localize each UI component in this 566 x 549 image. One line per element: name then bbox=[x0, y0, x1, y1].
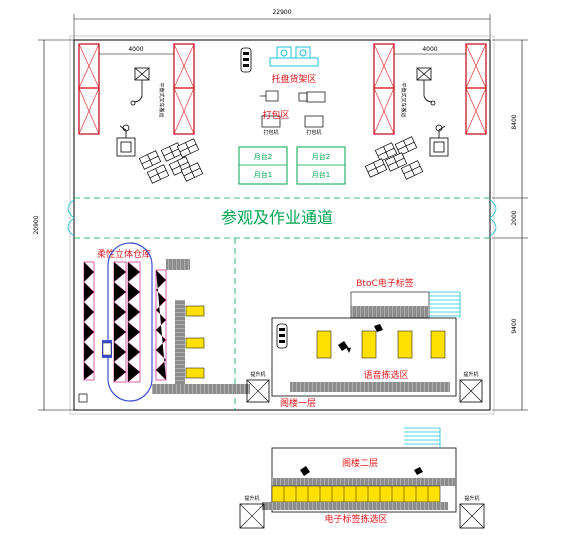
flexible-warehouse-label: 柔性立体仓库 bbox=[97, 248, 151, 260]
conveyor-left bbox=[152, 259, 250, 394]
mezzanine-2 bbox=[262, 427, 457, 513]
building-outline bbox=[73, 39, 491, 411]
right-door bbox=[489, 199, 497, 237]
mezzanine-1 bbox=[271, 317, 457, 397]
flexible-warehouse bbox=[83, 242, 167, 402]
btoc-shelf bbox=[350, 291, 461, 319]
left-machine-label: 平衡式叉车搬运 bbox=[158, 82, 165, 117]
platform-4-label: 月台1 bbox=[312, 170, 330, 179]
forklift-right-icon bbox=[416, 67, 436, 106]
lift-bottom-right-label: 提升机 bbox=[464, 495, 479, 502]
pallet-rack-top-right: 4000 bbox=[373, 43, 487, 135]
top-height-label: 8400 bbox=[511, 114, 518, 129]
right-dimension: 8400 2000 9400 bbox=[492, 39, 528, 411]
pallet-rack-top-left: 4000 bbox=[78, 43, 195, 135]
aisle-height-label: 2000 bbox=[511, 210, 518, 225]
voice-picking-label: 语音拣选区 bbox=[363, 369, 408, 381]
left-door bbox=[67, 199, 75, 237]
packing-label: 打包区 bbox=[262, 109, 289, 121]
e-label-picking-label: 电子标签拣选区 bbox=[324, 513, 387, 525]
visit-aisle: 参观及作业通道 bbox=[74, 197, 490, 410]
lift-left-label: 提升机 bbox=[250, 371, 265, 378]
total-width-label: 22900 bbox=[272, 9, 291, 16]
small-box-icon bbox=[78, 393, 88, 403]
btoc-label: BtoC电子标签 bbox=[356, 277, 414, 289]
visit-aisle-label: 参观及作业通道 bbox=[221, 208, 333, 227]
forklift-left-icon bbox=[130, 67, 150, 106]
platform-3-label: 月台2 bbox=[312, 152, 330, 161]
pallet-shelf-label: 托盘货架区 bbox=[271, 73, 316, 85]
lift-left-icon bbox=[246, 379, 270, 403]
platform-left: 月台2 月台1 bbox=[238, 146, 288, 185]
mezzanine-1-label: 阁楼一层 bbox=[280, 397, 316, 409]
robot-arm-left-icon bbox=[116, 124, 136, 157]
lift-bottom-right-icon bbox=[459, 503, 485, 529]
platform-2-label: 月台1 bbox=[254, 170, 272, 179]
right-rack-gap-label: 4000 bbox=[422, 46, 437, 53]
pallets-right bbox=[364, 136, 424, 180]
top-dimension: 22900 bbox=[73, 9, 491, 40]
lift-right-label: 提升机 bbox=[463, 371, 478, 378]
platform-right: 月台2 月台1 bbox=[296, 146, 346, 185]
left-rack-gap-label: 4000 bbox=[128, 46, 143, 53]
bottom-height-label: 9400 bbox=[511, 318, 518, 333]
packer-1-label: 打包机 bbox=[263, 129, 278, 136]
lift-bottom-left-icon bbox=[239, 503, 265, 529]
workstation-top-center bbox=[240, 46, 319, 73]
lift-right-icon bbox=[459, 379, 483, 403]
packing-equipment bbox=[260, 90, 326, 128]
lift-bottom-left-label: 提升机 bbox=[244, 495, 259, 502]
platform-1-label: 月台2 bbox=[254, 152, 272, 161]
robot-arm-right-icon bbox=[429, 124, 449, 157]
pallets-left bbox=[138, 138, 204, 184]
total-height-label: 20900 bbox=[33, 215, 40, 234]
packer-2-label: 打包机 bbox=[306, 129, 321, 136]
mezzanine-2-label: 阁楼二层 bbox=[342, 457, 378, 469]
right-machine-label: 平衡式叉车搬运 bbox=[400, 82, 407, 117]
left-dimension: 20900 bbox=[33, 39, 74, 411]
